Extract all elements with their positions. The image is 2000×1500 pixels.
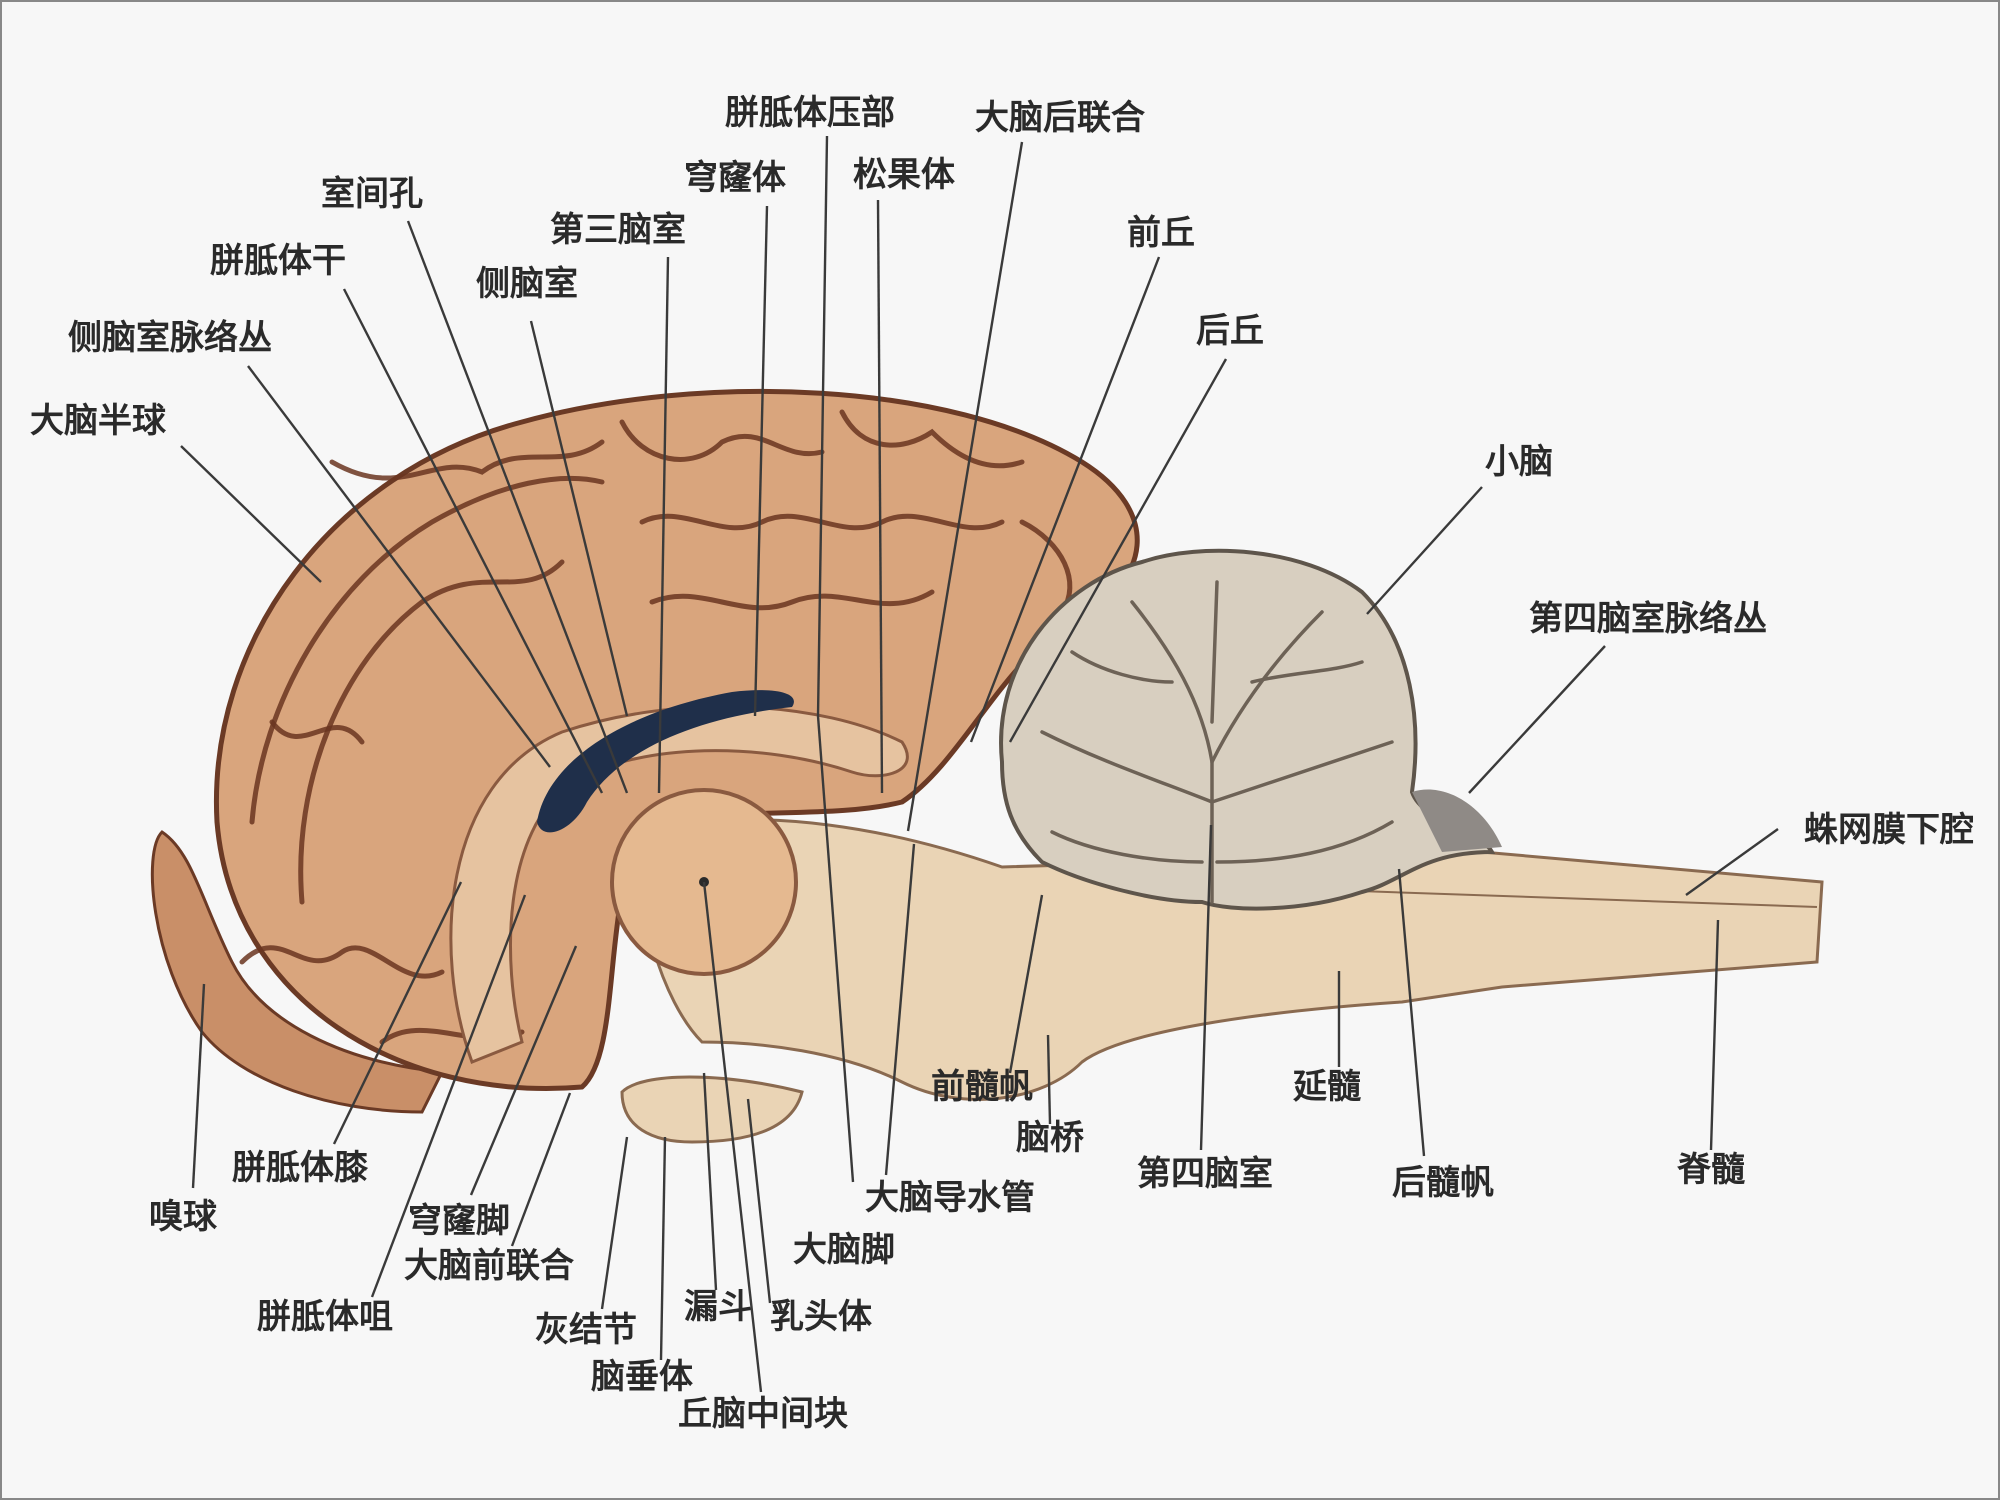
label-lateral-ventricle: 侧脑室	[476, 264, 578, 304]
olfactory-bulb-shape	[150, 830, 445, 1114]
label-anterior-commissure: 大脑前联合	[404, 1246, 574, 1286]
label-pons: 脑桥	[1016, 1118, 1084, 1158]
label-fourth-ventricle: 第四脑室	[1137, 1154, 1273, 1194]
label-hypophysis: 脑垂体	[591, 1357, 693, 1397]
brainstem-shape	[638, 818, 1824, 1101]
label-fornix-crus: 穹窿脚	[408, 1201, 510, 1241]
label-subarachnoid-space: 蛛网膜下腔	[1804, 810, 1974, 850]
label-infundibulum: 漏斗	[684, 1287, 752, 1327]
cerebellum-folia	[1040, 580, 1394, 904]
cerebellum-shape	[999, 548, 1496, 911]
label-tuber-cinereum: 灰结节	[535, 1310, 637, 1350]
label-superior-colliculus: 前丘	[1127, 213, 1195, 253]
label-interthalamic-adhesion: 丘脑中间块	[678, 1394, 848, 1434]
fourth-choroid-plexus-shape	[1412, 789, 1502, 852]
label-rostrum: 胼胝体咀	[257, 1297, 393, 1337]
lateral-ventricle-shape	[537, 690, 794, 833]
label-genu: 胼胝体膝	[232, 1148, 369, 1188]
label-lateral-choroid-plexus: 侧脑室脉络丛	[68, 318, 272, 358]
label-corpus-callosum-trunk: 胼胝体干	[210, 241, 346, 281]
label-splenium: 胼胝体压部	[725, 93, 895, 133]
label-olfactory-bulb: 嗅球	[149, 1197, 218, 1237]
label-cerebellum: 小脑	[1485, 442, 1553, 482]
label-posterior-medullary-velum: 后髓帆	[1392, 1163, 1494, 1203]
label-fornix-body: 穹窿体	[684, 158, 786, 198]
label-cerebral-peduncle: 大脑脚	[793, 1230, 895, 1270]
label-inferior-colliculus: 后丘	[1196, 311, 1264, 351]
label-cerebral-aqueduct: 大脑导水管	[865, 1178, 1035, 1218]
hypophysis-shape	[620, 1075, 804, 1144]
label-interventricular-foramen: 室间孔	[321, 174, 423, 214]
label-spinal-cord: 脊髓	[1677, 1150, 1745, 1190]
label-cerebral-hemisphere: 大脑半球	[30, 401, 167, 441]
label-anterior-medullary-velum: 前髓帆	[931, 1067, 1033, 1107]
label-pineal-body: 松果体	[853, 155, 955, 195]
label-medulla: 延髓	[1293, 1067, 1361, 1107]
leader-lines	[180, 135, 1779, 1393]
label-mammillary-body: 乳头体	[770, 1297, 872, 1337]
label-posterior-commissure: 大脑后联合	[975, 98, 1145, 138]
label-fourth-choroid-plexus: 第四脑室脉络丛	[1529, 599, 1767, 639]
labels: 胼胝体压部 大脑后联合 室间孔 穹窿体 松果体 第三脑室 前丘 胼胝体干 侧脑室…	[30, 93, 1974, 1434]
label-third-ventricle: 第三脑室	[550, 210, 686, 250]
